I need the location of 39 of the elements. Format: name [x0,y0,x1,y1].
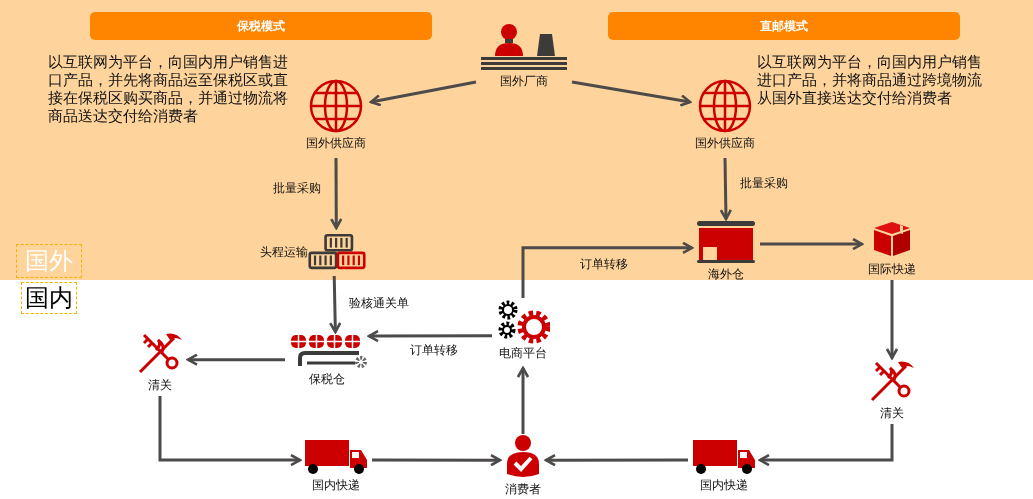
arrow [330,158,343,230]
arrow [186,353,285,366]
edge-label: 批量采购 [740,176,788,190]
arrow [328,275,342,334]
arrow [885,280,899,360]
arrow [760,237,864,251]
icon-caption: 国内快递 [700,478,748,492]
icon-caption: 国外供应商 [695,136,755,150]
region-tag: 国内 [21,282,77,314]
mode-header-bar: 直邮模式 [608,12,960,40]
arrow [158,396,302,467]
icon-caption: 海外仓 [708,267,744,281]
arrow [367,329,492,343]
icon-caption: 清关 [148,378,172,392]
arrow [516,366,530,434]
icon-caption: 国外供应商 [306,136,366,150]
arrow [521,241,694,298]
region-tag: 国外 [16,244,82,278]
mode-header-bar: 保税模式 [90,12,432,40]
icon-caption: 清关 [880,406,904,420]
icon-caption: 国际快递 [868,262,916,276]
icon-caption: 电商平台 [499,346,547,360]
edge-label: 订单转移 [410,343,458,357]
arrow [758,424,894,467]
arrow [719,157,733,221]
icon-caption: 头程运输 [260,245,308,259]
edge-label: 验核通关单 [349,296,409,310]
arrow [571,80,692,107]
icon-caption: 国内快递 [312,478,360,492]
edge-label: 批量采购 [273,181,321,195]
icon-caption: 消费者 [505,482,541,496]
icon-caption: 国外厂商 [500,74,548,88]
arrow [372,453,502,467]
edge-label: 订单转移 [580,257,628,271]
arrow [369,80,477,107]
icon-caption: 保税仓 [309,372,345,386]
description-text: 以互联网为平台，向国内用户销售进口产品，并先将商品运至保税区或直接在保税区购买商品，并通过物流将商品送达交付给消费者 [48,53,289,125]
description-text: 以互联网为平台，向国内用户销售进口产品，并将商品通过跨境物流从国外直接送达交付给消费者 [757,53,983,107]
arrow [544,453,688,467]
